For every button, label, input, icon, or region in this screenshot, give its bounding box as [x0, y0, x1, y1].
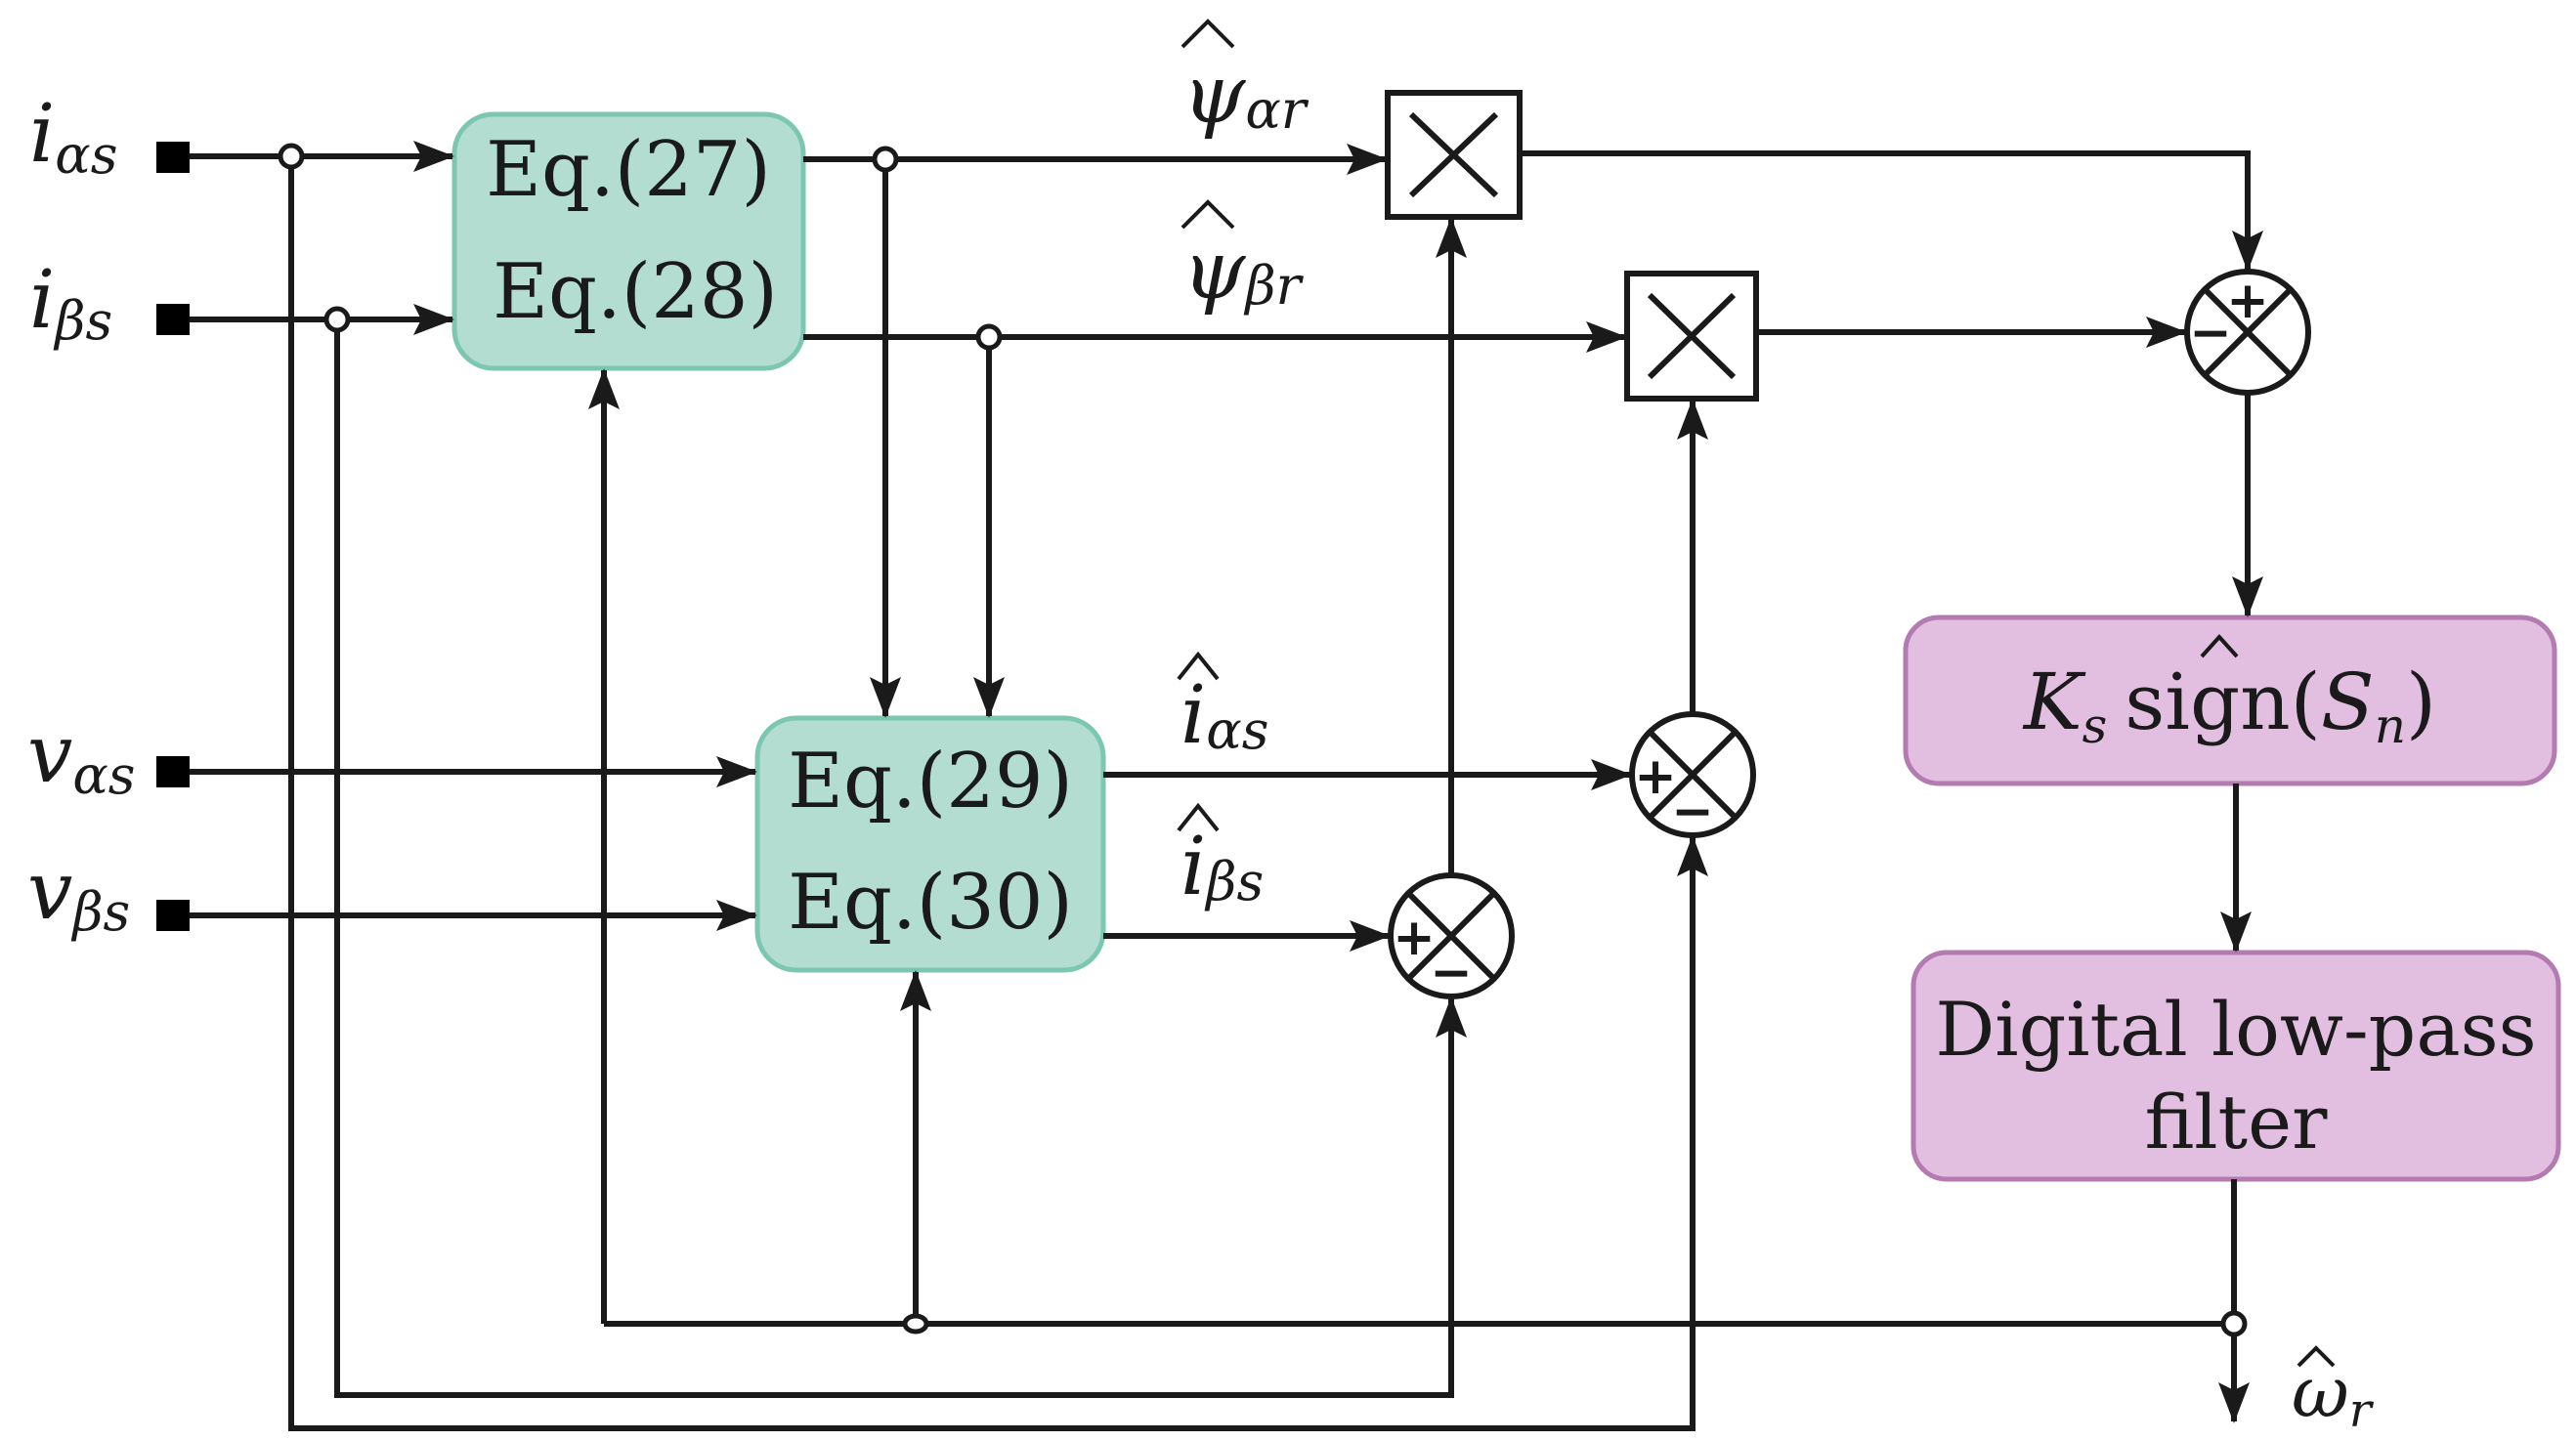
svg-text:−: −	[1430, 944, 1473, 1002]
label-v-beta-s: vβs	[27, 845, 130, 943]
branch-dot-i-beta	[323, 306, 351, 333]
terminal-i-beta	[156, 304, 190, 335]
svg-text:−: −	[2189, 304, 2232, 362]
svg-text:+: +	[1393, 909, 1436, 967]
terminal-i-alpha	[156, 142, 190, 173]
label-i-beta-s-hat: iβs	[1177, 802, 1264, 913]
current-observer-eq29: Eq.(29)	[788, 738, 1073, 826]
multiplier-beta	[1624, 271, 1759, 402]
branch-dot-psi-beta	[975, 323, 1003, 351]
label-omega-r-hat: ωr	[2292, 1345, 2375, 1438]
flux-observer-eq28: Eq.(28)	[493, 248, 778, 336]
wire-mult-alpha-out	[1520, 150, 2263, 272]
sliding-mode-block	[1903, 615, 2557, 786]
low-pass-filter-line2: filter	[2145, 1079, 2329, 1166]
branch-dot-omega-current	[902, 1313, 929, 1335]
sum-junction-beta-error: + −	[1388, 872, 1515, 1002]
label-psi-beta-r: ψβr	[1181, 199, 1305, 318]
branch-dot-omega	[2220, 1310, 2248, 1337]
svg-text:+: +	[2226, 272, 2269, 330]
current-observer-eq30: Eq.(30)	[788, 859, 1073, 947]
branch-dot-psi-alpha	[872, 146, 899, 173]
flux-observer-eq27: Eq.(27)	[486, 126, 771, 214]
wire-i-beta-feedback	[334, 319, 1467, 1398]
svg-text:iαs: iαs	[1181, 669, 1268, 762]
svg-text:ψβr: ψβr	[1182, 225, 1305, 318]
label-v-alpha-s: vαs	[27, 708, 136, 806]
svg-text:ωr: ωr	[2292, 1351, 2375, 1438]
sum-junction-flux: + −	[2184, 269, 2311, 396]
label-i-beta-s: iβs	[29, 254, 112, 352]
terminal-v-beta	[156, 900, 190, 931]
branch-dot-i-alpha	[278, 143, 305, 170]
svg-text:+: +	[1634, 747, 1677, 806]
label-i-alpha-s: iαs	[29, 88, 117, 186]
multiplier-alpha	[1385, 90, 1523, 220]
label-i-alpha-s-hat: iαs	[1177, 651, 1268, 762]
sum-junction-alpha-error: + −	[1629, 711, 1756, 841]
svg-text:ψαr: ψαr	[1182, 49, 1309, 142]
svg-text:iβs: iβs	[1181, 821, 1264, 913]
svg-text:−: −	[1671, 783, 1714, 841]
label-psi-alpha-r: ψαr	[1181, 19, 1309, 142]
low-pass-filter-line1: Digital low-pass	[1935, 986, 2536, 1073]
terminal-v-alpha	[156, 756, 190, 787]
flux-observer-block	[451, 111, 806, 371]
wire-i-alpha-feedback	[288, 156, 1708, 1431]
